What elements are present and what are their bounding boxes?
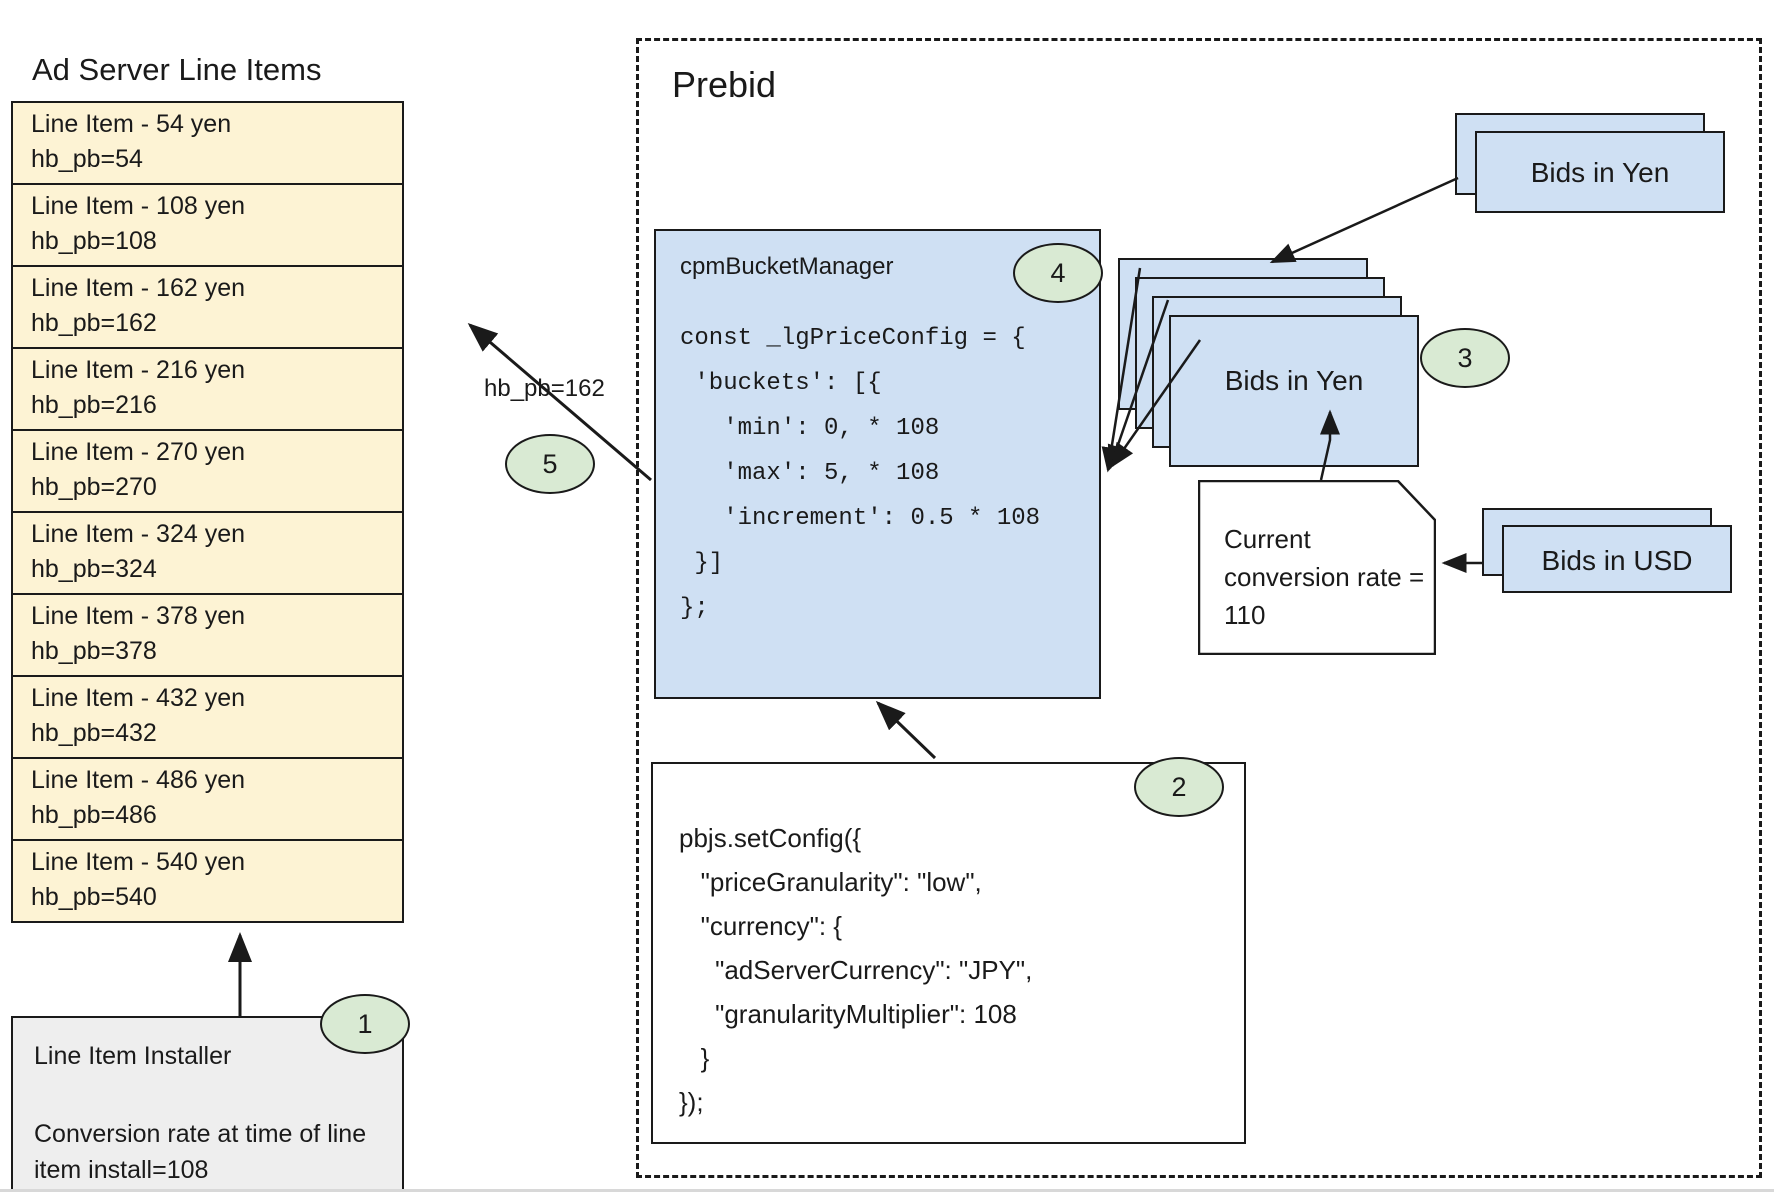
line-item-key: hb_pb=216 (31, 391, 157, 419)
line-item-row[interactable]: Line Item - 270 yen hb_pb=270 (13, 431, 402, 513)
set-config-box[interactable]: pbjs.setConfig({ "priceGranularity": "lo… (651, 762, 1246, 1144)
bids-in-usd-label: Bids in USD (1541, 545, 1693, 576)
line-item-key: hb_pb=378 (31, 637, 157, 665)
step-badge-4: 4 (1013, 243, 1103, 303)
line-item-key: hb_pb=486 (31, 801, 157, 829)
step-badge-1: 1 (320, 994, 410, 1054)
prebid-title: Prebid (672, 64, 777, 105)
line-item-row[interactable]: Line Item - 162 yen hb_pb=162 (13, 267, 402, 349)
stack-card-front: Bids in USD (1502, 525, 1732, 593)
step-badge-2: 2 (1134, 757, 1224, 817)
stack-card-front: Bids in Yen (1475, 131, 1725, 213)
line-items-table: Line Item - 54 yen hb_pb=54 Line Item - … (11, 101, 404, 923)
set-config-code: pbjs.setConfig({ "priceGranularity": "lo… (679, 823, 1033, 1117)
step-badge-5: 5 (505, 434, 595, 494)
line-item-row[interactable]: Line Item - 432 yen hb_pb=432 (13, 677, 402, 759)
bids-in-yen-top-stack[interactable]: Bids in Yen (1455, 113, 1725, 213)
line-item-key: hb_pb=162 (31, 309, 157, 337)
current-conversion-rate-note: Current conversion rate = 110 (1197, 479, 1437, 656)
line-item-row[interactable]: Line Item - 486 yen hb_pb=486 (13, 759, 402, 841)
bids-in-usd-stack[interactable]: Bids in USD (1482, 508, 1732, 593)
ad-server-title: Ad Server Line Items (32, 52, 322, 87)
line-item-name: Line Item - 432 yen (31, 684, 246, 712)
line-item-row[interactable]: Line Item - 108 yen hb_pb=108 (13, 185, 402, 267)
line-item-key: hb_pb=432 (31, 719, 157, 747)
bids-in-yen-stack-label: Bids in Yen (1224, 365, 1364, 396)
page-bottom-rule (0, 1189, 1774, 1192)
current-conversion-rate-text: Current conversion rate = 110 (1224, 524, 1425, 630)
line-item-name: Line Item - 540 yen (31, 848, 246, 876)
line-item-row[interactable]: Line Item - 378 yen hb_pb=378 (13, 595, 402, 677)
line-item-name: Line Item - 270 yen (31, 438, 246, 466)
bids-in-yen-stack[interactable]: Bids in Yen (1118, 258, 1419, 467)
line-item-name: Line Item - 162 yen (31, 274, 246, 302)
line-item-key: hb_pb=54 (31, 145, 143, 173)
line-item-row[interactable]: Line Item - 324 yen hb_pb=324 (13, 513, 402, 595)
line-item-name: Line Item - 216 yen (31, 356, 246, 384)
note-shape-icon (1197, 479, 1437, 656)
line-item-name: Line Item - 486 yen (31, 766, 246, 794)
line-item-key: hb_pb=324 (31, 555, 157, 583)
stack-card-1: Bids in Yen (1169, 315, 1419, 467)
line-item-name: Line Item - 378 yen (31, 602, 246, 630)
line-item-name: Line Item - 324 yen (31, 520, 246, 548)
line-item-row[interactable]: Line Item - 540 yen hb_pb=540 (13, 841, 402, 921)
line-item-key: hb_pb=270 (31, 473, 157, 501)
line-item-installer-title: Line Item Installer (34, 1042, 232, 1070)
cpm-bucket-manager-box[interactable]: cpmBucketManager const _lgPriceConfig = … (654, 229, 1101, 699)
line-item-installer-note: Conversion rate at time of line item ins… (34, 1120, 367, 1184)
cpm-bucket-manager-title: cpmBucketManager (680, 253, 894, 280)
line-item-row[interactable]: Line Item - 216 yen hb_pb=216 (13, 349, 402, 431)
cpm-bucket-manager-code: const _lgPriceConfig = { 'buckets': [{ '… (680, 325, 1041, 622)
prebid-container (636, 38, 1762, 1178)
line-item-name: Line Item - 108 yen (31, 192, 246, 220)
line-item-key: hb_pb=108 (31, 227, 157, 255)
step-badge-3: 3 (1420, 328, 1510, 388)
bids-in-yen-top-label: Bids in Yen (1530, 157, 1670, 188)
hb-pb-edge-label: hb_pb=162 (482, 375, 607, 403)
line-item-key: hb_pb=540 (31, 883, 157, 911)
line-item-row[interactable]: Line Item - 54 yen hb_pb=54 (13, 103, 402, 185)
line-item-name: Line Item - 54 yen (31, 110, 232, 138)
